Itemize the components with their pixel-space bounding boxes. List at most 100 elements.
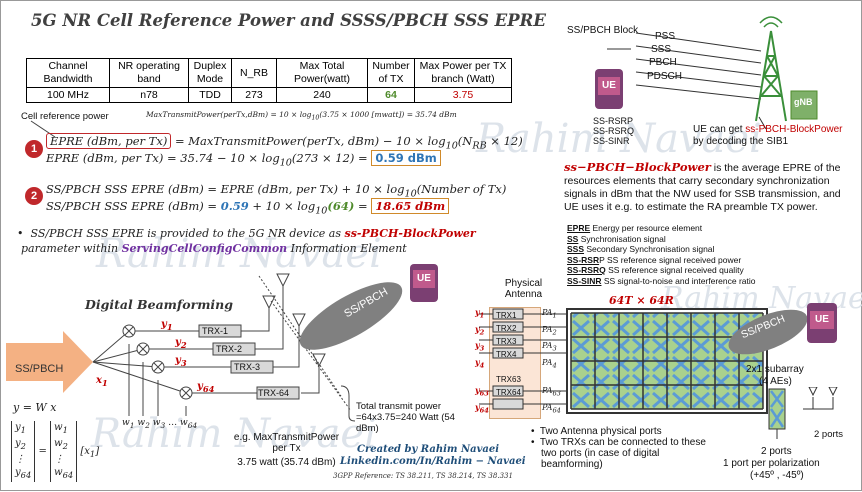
y-sub: 3 [180, 358, 187, 368]
ss-pbch-bubble [299, 282, 403, 350]
table-header: Number of TX [367, 58, 415, 88]
glossary-item: SS-RSRP SS reference signal received pow… [567, 255, 756, 266]
eq-value: (64) [327, 199, 355, 213]
trx-label: TRX-64 [258, 388, 290, 398]
pa-label: PA [542, 324, 553, 334]
y-label: y3 [175, 355, 187, 368]
y-var: y [475, 323, 480, 334]
formula-sub: 10 [311, 114, 320, 122]
eq-text: SS/PBCH SSS EPRE (dBm) = EPRE (dBm, per … [46, 182, 405, 196]
eq-sub: 10 [404, 188, 417, 200]
y-list: y1 y2 y3 y4 y63 y64 [475, 306, 489, 418]
watermark: Rahim Navaei [91, 411, 377, 457]
ss-pbch-block-label: SS/PBCH Block [567, 25, 639, 36]
bullet-text: Information Element [287, 242, 407, 255]
table-header: NR operating band [109, 58, 189, 88]
metric-label: SS-RSRQ [593, 126, 635, 136]
sss-epre-equation-2: SS/PBCH SSS EPRE (dBm) = 0.59 + 10 × log… [46, 198, 450, 216]
ue-get-note: UE can get ss-PBCH-BlockPower [693, 124, 843, 135]
vector-equation: y = W x [13, 401, 57, 414]
credit-link: Linkedin.com/In/Rahim − Navaei [340, 456, 526, 467]
y-var: y [475, 385, 480, 396]
w-var: w [137, 418, 146, 428]
epre-term: EPRE (dBm, per Tx) [46, 133, 172, 149]
glossary-key: SS [567, 233, 579, 244]
y-sub: 2 [479, 328, 485, 337]
glossary-value: Energy per resource element [590, 223, 703, 233]
glossary: EPRE Energy per resource element SS Sync… [567, 223, 756, 286]
trx-label: TRX-3 [234, 362, 261, 372]
glossary-key: SS-SINR [567, 275, 602, 286]
pa-sub: 1 [552, 311, 557, 320]
glossary-item: SS-RSRQ SS reference signal received qua… [567, 265, 756, 276]
example-value: 3.75 watt (35.74 dBm) [237, 457, 336, 468]
beamforming-diagram [6, 273, 403, 422]
watermark: Rahim Navaei [96, 231, 382, 277]
trx-label: TRX-1 [202, 326, 229, 336]
array-label: 64T × 64R [609, 294, 674, 307]
y-sub: 64 [479, 406, 489, 415]
y-var: y [175, 355, 181, 366]
trx-label: TRX63 [496, 375, 521, 384]
pa-sub: 2 [552, 328, 557, 337]
pa-label: PA [542, 341, 553, 351]
y-var: y [475, 307, 480, 317]
credit-author: Created by Rahim Navaei [357, 444, 500, 455]
example-note: e.g. MaxTransmitPower per Tx [233, 432, 340, 454]
glossary-value: Secondary Synchronisation signal [584, 244, 715, 254]
table-cell: 64 [367, 87, 415, 103]
subarray-label: 2x1 subarray [746, 364, 804, 375]
glossary-value: SS signal-to-noise and interference rati… [601, 275, 756, 286]
y-sub: 4 [479, 361, 485, 370]
formula-text: MaxTransmitPower(perTx,dBm) = 10 × log [146, 110, 312, 119]
parameter-table: Channel Bandwidth NR operating band Dupl… [26, 58, 512, 103]
eq-text: = [354, 199, 372, 213]
eq-sub: 10 [279, 157, 292, 169]
x-var: x [96, 375, 102, 386]
glossary-key: SS-RSR [567, 254, 600, 265]
table-header: Duplex Mode [188, 58, 232, 88]
table-header: Max Total Power(watt) [276, 58, 368, 88]
page-title: 5G NR Cell Reference Power and SSSS/PBCH… [31, 11, 546, 30]
note-text: UE can get [693, 124, 746, 135]
physical-antenna-label: Physical Antenna [504, 278, 543, 300]
polarization-values: (+45º , -45º) [750, 470, 804, 481]
table-cell: 3.75 [414, 87, 512, 103]
ue-phone-icon: UE [807, 303, 837, 343]
channel-label: PBCH [649, 57, 677, 68]
ue-phone-icon: UE [410, 264, 438, 302]
w-sub: 3 [160, 420, 166, 430]
sss-epre-equation-1: SS/PBCH SSS EPRE (dBm) = EPRE (dBm, per … [46, 182, 506, 199]
bullet-text: Two TRXs can be connected to these two p… [539, 437, 706, 470]
channel-label: PDSCH [647, 71, 683, 82]
sss-epre-result: 18.65 dBm [371, 198, 450, 214]
glossary-item: SS Synchronisation signal [567, 234, 756, 245]
trx-list: TRX1 TRX2 TRX3 TRX4 TRX63 TRX64 [496, 309, 521, 399]
y-sub: 63 [479, 389, 489, 398]
bullet-text: Two Antenna physical ports [539, 426, 662, 437]
gnb-label: gNB [794, 97, 813, 107]
pa-label: PA [542, 308, 553, 317]
pointer-arrow-icon [30, 120, 56, 138]
bullet-param: ss-PBCH-BlockPower [344, 227, 476, 240]
y-sub: 2 [180, 340, 187, 350]
step-badge: 2 [25, 187, 43, 205]
w-var: w [152, 418, 161, 428]
glossary-key: SS-RSRQ [567, 265, 606, 275]
y-var: y [475, 401, 480, 412]
table-row: 100 MHz n78 TDD 273 240 64 3.75 [26, 87, 512, 103]
y-sub: 1 [166, 322, 173, 332]
y-var: y [475, 340, 480, 351]
trx-label: TRX-2 [216, 344, 243, 354]
ue-label: UE [598, 77, 620, 95]
trx-label: TRX3 [496, 337, 517, 346]
bullet-text: parameter within [21, 242, 122, 255]
y-var: y [475, 356, 480, 367]
table-cell: 240 [276, 87, 368, 103]
eq-text: SS/PBCH SSS EPRE (dBm) = [46, 199, 221, 213]
input-label: SS/PBCH [15, 363, 64, 375]
metric-label: SS-RSRP [593, 116, 634, 126]
pa-label: PA [542, 386, 553, 396]
step-badge: 1 [25, 140, 43, 158]
